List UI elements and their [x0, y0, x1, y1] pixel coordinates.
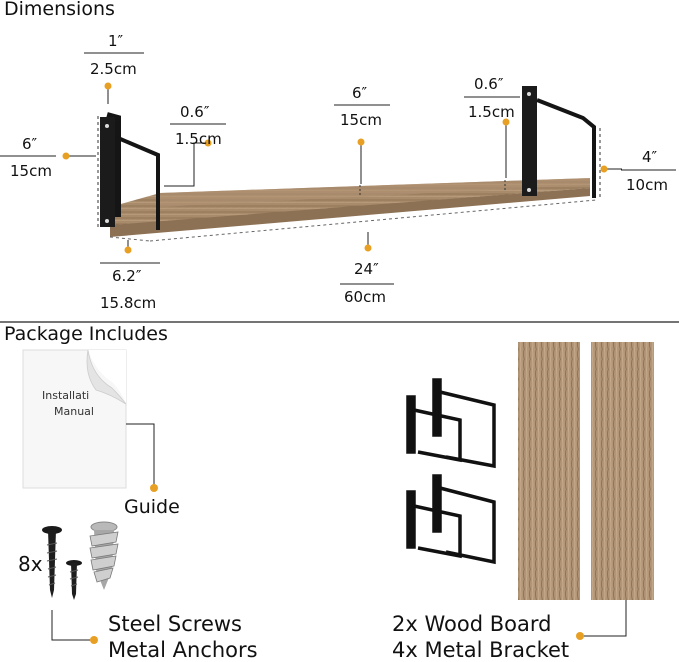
manual-line-1: Installati — [42, 389, 90, 402]
dim-left-thickness-in: 0.6″ — [180, 103, 210, 121]
screws-label-2: Metal Anchors — [108, 638, 258, 662]
dimension-dots — [62, 82, 608, 254]
screws-illustration — [42, 521, 119, 600]
dim-bottom-depth-in: 6.2″ — [112, 267, 142, 285]
manual-illustration — [22, 349, 127, 489]
shelf-illustration — [97, 86, 601, 242]
screws-label-1: Steel Screws — [108, 612, 242, 636]
boards-label-1: 2x Wood Board — [392, 612, 552, 636]
dim-bracket-width-in: 1″ — [108, 32, 124, 50]
dim-left-thickness-cm: 1.5cm — [175, 130, 222, 148]
dim-center-depth-cm: 15cm — [340, 111, 382, 129]
dimensions-title: Dimensions — [4, 0, 115, 20]
dim-length-cm: 60cm — [344, 288, 386, 306]
boards-leader — [582, 600, 627, 637]
screws-count: 8x — [18, 552, 43, 576]
dimension-leaders — [0, 52, 676, 285]
dim-left-height-in: 6″ — [22, 135, 38, 153]
brackets-illustration — [406, 378, 496, 565]
package-title: Package Includes — [4, 323, 168, 345]
dim-right-thickness-cm: 1.5cm — [468, 103, 515, 121]
screws-leader — [51, 610, 92, 641]
dim-bottom-depth-cm: 15.8cm — [100, 294, 157, 312]
boards-label-2: 4x Metal Bracket — [392, 638, 570, 662]
guide-dot — [150, 484, 158, 492]
dim-right-height-cm: 10cm — [626, 176, 668, 194]
screws-dot — [90, 636, 98, 644]
guide-leader — [126, 423, 155, 488]
wood-board-1 — [518, 342, 580, 600]
wood-board-2 — [591, 342, 654, 600]
manual-line-2: Manual — [54, 405, 94, 418]
dim-bracket-width-cm: 2.5cm — [90, 60, 137, 78]
dim-left-height-cm: 15cm — [10, 162, 52, 180]
dim-right-thickness-in: 0.6″ — [474, 75, 504, 93]
dim-center-depth-in: 6″ — [352, 84, 368, 102]
dim-length-in: 24″ — [354, 260, 379, 278]
guide-label: Guide — [124, 496, 180, 518]
boards-dot — [576, 632, 584, 640]
dim-right-height-in: 4″ — [642, 148, 658, 166]
